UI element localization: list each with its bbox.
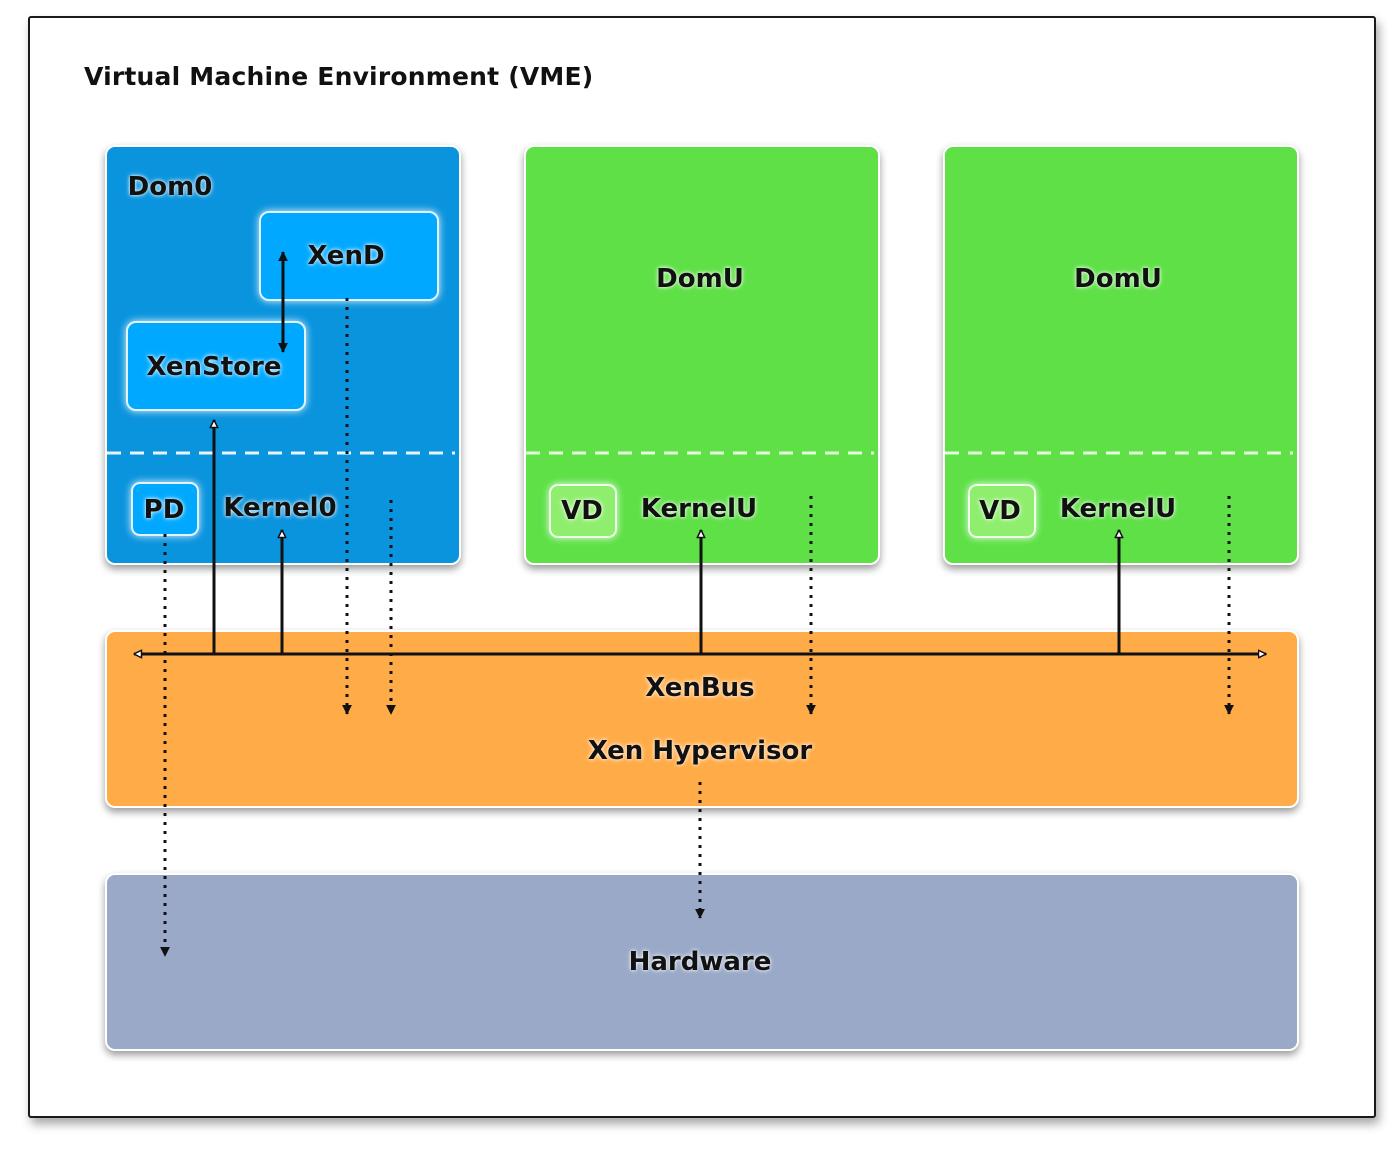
pd-label: PD xyxy=(143,495,185,525)
hypervisor-label: Xen Hypervisor xyxy=(587,736,813,766)
domu2-label: DomU xyxy=(1074,264,1162,294)
domu1-label: DomU xyxy=(656,264,744,294)
vd1-label: VD xyxy=(561,496,603,526)
domu-box-2 xyxy=(943,145,1299,565)
vd2-label: VD xyxy=(979,496,1021,526)
vd-box-2 xyxy=(968,484,1036,538)
xenbus-label: XenBus xyxy=(645,673,755,703)
kernelu1-label: KernelU xyxy=(640,494,758,524)
xend-box xyxy=(259,211,439,301)
xenstore-label: XenStore xyxy=(146,352,282,382)
hardware-box xyxy=(105,873,1299,1051)
kernelu2-label: KernelU xyxy=(1059,494,1177,524)
kernel0-label: Kernel0 xyxy=(223,493,337,523)
xend-label: XenD xyxy=(307,241,385,271)
vd-box-1 xyxy=(549,484,617,538)
diagram-title: Virtual Machine Environment (VME) xyxy=(84,62,594,91)
hardware-label: Hardware xyxy=(628,947,772,977)
dom0-label: Dom0 xyxy=(127,172,213,202)
xenstore-box xyxy=(126,321,306,411)
